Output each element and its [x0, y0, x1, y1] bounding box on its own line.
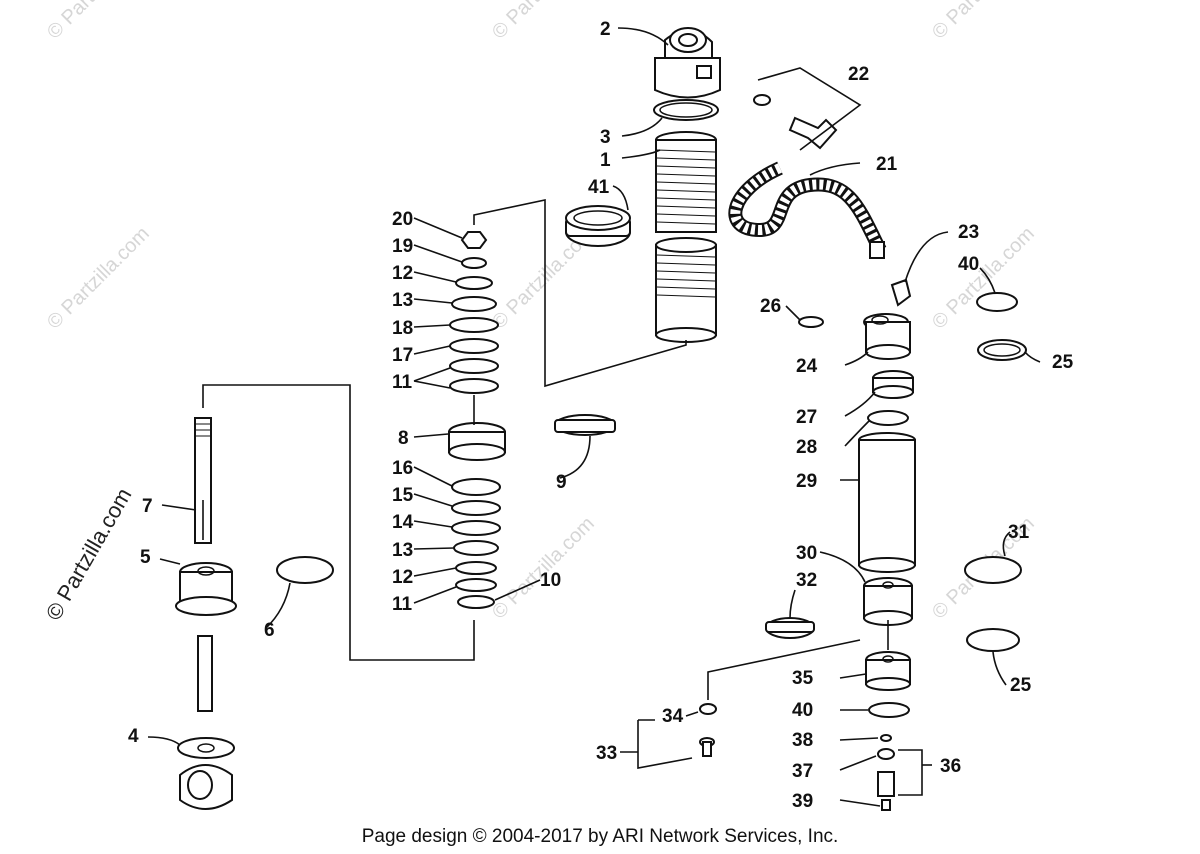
callout-38: 38 — [792, 730, 813, 751]
callout-16: 16 — [392, 458, 413, 479]
piston-part-27 — [872, 370, 914, 399]
piston-part-8 — [448, 422, 506, 461]
o-ring-part-28 — [867, 410, 909, 426]
callout-26: 26 — [760, 296, 781, 317]
callout-2: 2 — [600, 19, 611, 40]
ring-part-25-lower — [966, 628, 1020, 652]
callout-1: 1 — [600, 150, 611, 171]
callout-27: 27 — [796, 407, 817, 428]
o-ring-part-40-lower — [868, 702, 910, 718]
cylinder-upper-part-1 — [655, 131, 717, 233]
callout-8: 8 — [398, 428, 409, 449]
callout-18: 18 — [392, 318, 413, 339]
callout-3: 3 — [600, 127, 611, 148]
ring-part-31 — [964, 556, 1022, 584]
watermark: © Partzilla.com — [488, 513, 599, 624]
callout-10: 10 — [540, 570, 561, 591]
callout-15: 15 — [392, 485, 414, 506]
callout-5: 5 — [140, 547, 151, 568]
callout-13b: 13 — [392, 540, 413, 561]
screw-part-33 — [699, 737, 715, 757]
band-part-9 — [554, 414, 616, 436]
callout-33: 33 — [596, 743, 617, 764]
callout-20: 20 — [392, 209, 413, 230]
ring-part-25-upper — [977, 339, 1027, 361]
end-cap-part-30 — [863, 577, 913, 626]
callout-17: 17 — [392, 345, 413, 366]
callout-14: 14 — [392, 512, 414, 533]
spring-adjuster-part-41 — [565, 205, 631, 247]
cylinder-lower-part-1 — [655, 237, 717, 343]
hose-fittings-part-22 — [753, 94, 838, 150]
upper-eyelet-part-2 — [654, 27, 721, 99]
watermark: © Partzilla.com — [928, 0, 1039, 44]
callout-6: 6 — [264, 620, 275, 641]
callout-39: 39 — [792, 791, 813, 812]
lower-eyelet — [179, 764, 233, 810]
footer-copyright: Page design © 2004-2017 by ARI Network S… — [362, 826, 839, 847]
callout-13a: 13 — [392, 290, 413, 311]
shaft-part-7 — [194, 417, 212, 544]
callout-23: 23 — [958, 222, 979, 243]
o-ring-part-26 — [798, 316, 824, 328]
callout-37: 37 — [792, 761, 813, 782]
hose-part-21 — [728, 161, 887, 259]
callout-29: 29 — [796, 471, 817, 492]
callout-30: 30 — [796, 543, 817, 564]
end-cap-part-35 — [865, 651, 911, 691]
assembly-lines — [202, 199, 889, 700]
callout-40a: 40 — [958, 254, 979, 275]
callout-4: 4 — [128, 726, 139, 747]
callout-36: 36 — [940, 756, 961, 777]
valve-parts-36 — [877, 734, 895, 811]
shaft-lower — [197, 635, 213, 712]
valve-stack-lower — [451, 478, 501, 609]
watermark: © Partzilla.com — [43, 223, 154, 334]
callout-25b: 25 — [1010, 675, 1032, 696]
callout-11a: 11 — [392, 372, 413, 393]
callout-41: 41 — [588, 177, 610, 198]
washer-part-34 — [699, 703, 717, 715]
o-ring-part-40-upper — [976, 292, 1018, 312]
leader-lines — [147, 27, 1041, 807]
callout-labels: 1 2 3 4 5 6 7 8 9 10 11 11 12 12 13 13 1… — [128, 19, 1074, 812]
callout-12b: 12 — [392, 567, 413, 588]
callout-25a: 25 — [1052, 352, 1074, 373]
callout-12a: 12 — [392, 263, 413, 284]
clip-ring-part-32 — [765, 617, 815, 639]
watermark: © Partzilla.com — [928, 223, 1039, 334]
watermark: © Partzilla.com — [43, 0, 154, 44]
watermark: © Partzilla.com — [488, 0, 599, 44]
valve-stack-upper — [449, 231, 499, 394]
callout-34: 34 — [662, 706, 684, 727]
reservoir-tube-part-29 — [858, 432, 916, 573]
callout-19: 19 — [392, 236, 413, 257]
callout-7: 7 — [142, 496, 153, 517]
seal-head-part-5 — [175, 562, 237, 616]
reservoir-cap-part-24 — [863, 313, 911, 360]
callout-28: 28 — [796, 437, 817, 458]
bushing-part-4 — [177, 737, 235, 759]
callout-24: 24 — [796, 356, 818, 377]
elbow-fitting-part-23 — [890, 278, 912, 307]
watermark-left: © Partzilla.com — [41, 484, 137, 625]
callout-31: 31 — [1008, 522, 1030, 543]
callout-32: 32 — [796, 570, 817, 591]
callout-9: 9 — [556, 472, 567, 493]
ring-part-6 — [276, 556, 334, 584]
callout-35: 35 — [792, 668, 814, 689]
callout-22: 22 — [848, 64, 869, 85]
callout-40b: 40 — [792, 700, 813, 721]
o-ring-part-3 — [653, 99, 719, 121]
callout-11b: 11 — [392, 594, 413, 615]
callout-21: 21 — [876, 154, 898, 175]
